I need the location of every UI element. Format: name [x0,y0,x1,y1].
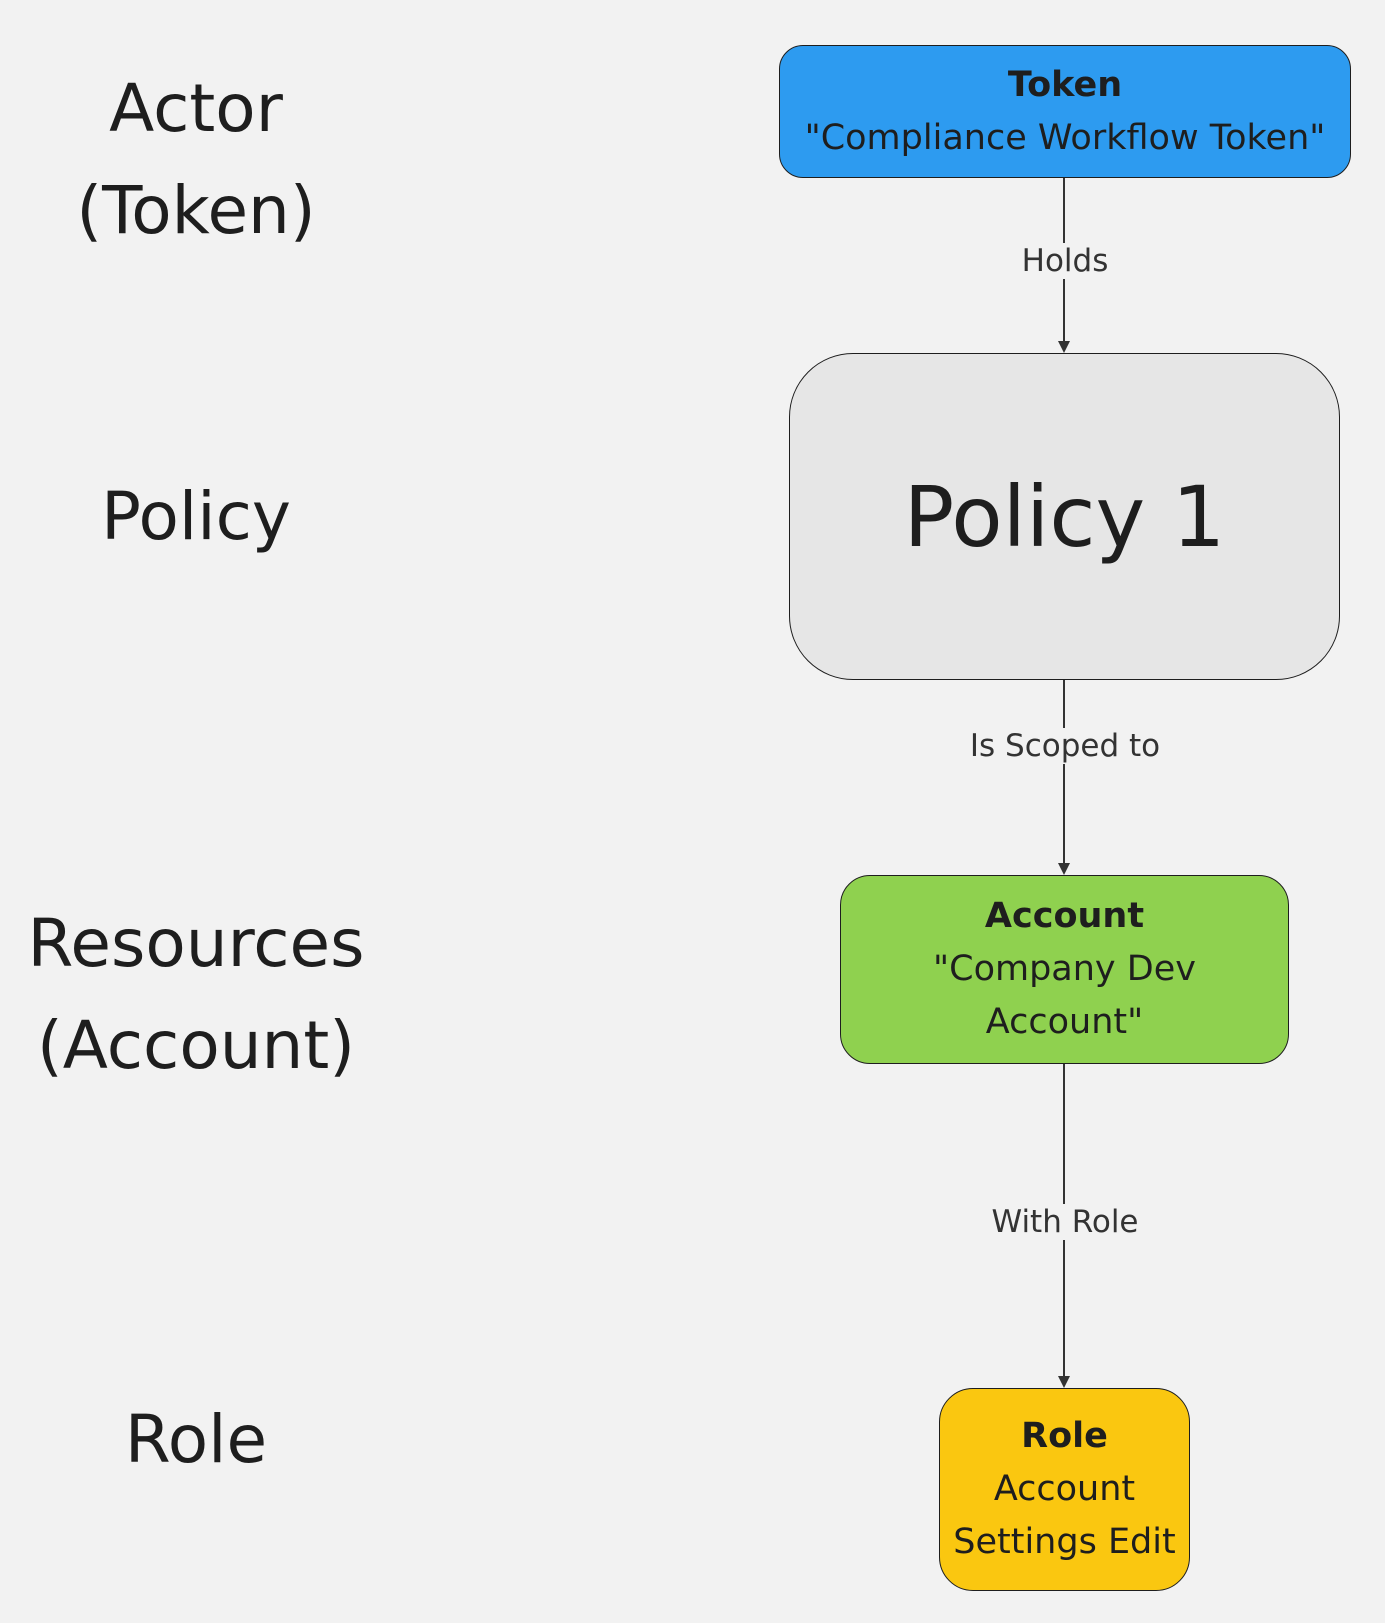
row-label-policy-line1: Policy [101,478,291,555]
row-label-actor-line1: Actor [109,70,283,147]
account-node-name-line1: "Company Dev [933,949,1196,989]
row-label-resources-line2: (Account) [37,1007,355,1084]
edge-label-scoped: Is Scoped to [915,725,1215,767]
token-node-name: "Compliance Workflow Token" [804,117,1326,158]
row-label-role-line1: Role [124,1401,268,1478]
account-node-name-line2: Account" [985,1002,1144,1042]
row-label-resources: Resources (Account) [0,893,392,1097]
token-node-title: Token [1007,64,1123,105]
account-node[interactable]: Account "Company Dev Account" [840,875,1289,1064]
account-node-title: Account [984,896,1145,936]
edge-label-with-role: With Role [915,1201,1215,1243]
edge-label-holds-text: Holds [1015,243,1115,279]
role-node[interactable]: Role Account Settings Edit [939,1388,1190,1591]
edge-holds-arrowhead [1058,341,1070,353]
row-label-resources-line1: Resources [27,905,365,982]
policy-node[interactable]: Policy 1 [789,353,1340,680]
role-node-name-line2: Settings Edit [953,1522,1176,1562]
edge-label-with-role-text: With Role [985,1204,1145,1240]
edge-label-scoped-text: Is Scoped to [963,728,1167,764]
policy-node-label: Policy 1 [903,467,1226,566]
row-label-actor: Actor (Token) [0,58,392,262]
role-node-title: Role [1021,1416,1108,1456]
row-label-role: Role [0,1389,392,1491]
token-node[interactable]: Token "Compliance Workflow Token" [779,45,1351,178]
edge-with-role-arrowhead [1058,1376,1070,1388]
edge-scoped-arrowhead [1058,863,1070,875]
row-label-actor-line2: (Token) [76,172,316,249]
role-node-name-line1: Account [993,1469,1136,1509]
row-label-policy: Policy [0,466,392,568]
edge-label-holds: Holds [915,240,1215,282]
